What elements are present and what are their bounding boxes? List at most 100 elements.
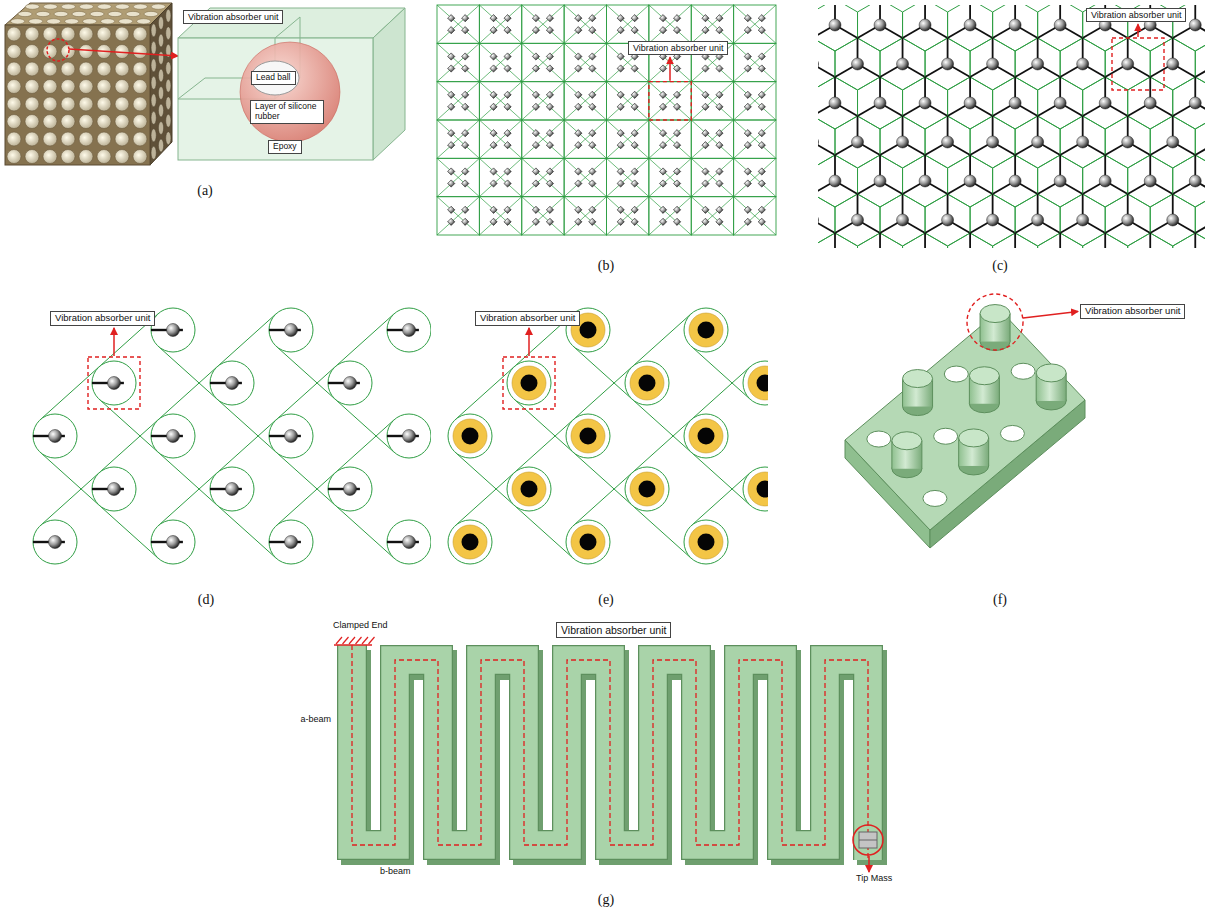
cube-side	[150, 3, 172, 165]
resonator-mass	[758, 65, 765, 72]
embedded-sphere	[61, 132, 75, 146]
hex-cell	[1083, 233, 1128, 248]
embedded-sphere	[97, 132, 111, 146]
chiral-ligament	[514, 420, 573, 473]
label-box: Vibration absorber unit	[1080, 304, 1185, 319]
resonator-mass	[589, 168, 596, 175]
chiral-ligament	[632, 314, 691, 367]
embedded-sphere-top	[47, 19, 61, 24]
cylinder-top	[959, 429, 989, 447]
lattice-cell	[522, 43, 564, 81]
chiral-ligament	[573, 452, 632, 505]
resonator-mass	[532, 130, 539, 137]
resonator-mass	[716, 142, 723, 149]
label-box: Layer of silicone rubber	[250, 100, 324, 124]
panel-f-plate	[845, 294, 1085, 548]
resonator-mass	[504, 168, 511, 175]
resonator-mass	[546, 206, 553, 213]
hex-cell	[1150, 116, 1195, 168]
resonator-mass	[758, 168, 765, 175]
resonator-ball	[1099, 97, 1111, 109]
lattice-cell	[691, 158, 733, 196]
node-ring	[448, 520, 492, 564]
hex-cell	[1015, 38, 1060, 90]
resonator-mass	[702, 91, 709, 98]
hex-cell	[1083, 77, 1128, 129]
resonator-mass	[589, 206, 596, 213]
resonator-mass	[673, 168, 680, 175]
resonator-mass	[617, 53, 624, 60]
chiral-ligament	[514, 505, 573, 558]
resonator-mass	[673, 65, 680, 72]
hex-cell	[818, 77, 858, 129]
core-mass	[639, 375, 656, 392]
resonator-ball	[1144, 175, 1156, 187]
box-text: Lead ball	[256, 73, 291, 83]
clamp-hatch	[369, 637, 375, 644]
embedded-sphere	[115, 80, 129, 94]
highlight-box	[649, 82, 691, 120]
resonator-ball	[942, 58, 954, 70]
hex-cell	[993, 77, 1038, 129]
resonator-mass	[659, 206, 666, 213]
resonator-mass	[532, 206, 539, 213]
node-ring	[625, 361, 669, 405]
resonator-ball	[1167, 136, 1179, 148]
embedded-sphere-side	[158, 104, 163, 117]
chiral-ligament	[158, 452, 217, 505]
panel-letter: (d)	[198, 592, 214, 607]
chiral-ligament	[632, 420, 691, 473]
lattice-cell	[522, 5, 564, 43]
plate-hole	[934, 428, 958, 444]
embedded-sphere-side	[166, 97, 171, 110]
resonator-mass	[744, 142, 751, 149]
resonator-ball	[403, 324, 416, 337]
coating-ring	[453, 525, 487, 559]
resonator-mass	[617, 206, 624, 213]
hex-cell	[818, 155, 858, 207]
embedded-sphere	[61, 97, 75, 111]
resonator-ball	[829, 19, 841, 31]
ligament	[1195, 220, 1205, 233]
panel-letter: (g)	[598, 892, 614, 907]
embedded-sphere	[25, 115, 39, 129]
embedded-sphere-top	[133, 4, 147, 9]
cell-diagonal	[437, 197, 479, 235]
resonator-mass	[546, 15, 553, 22]
resonator-mass	[575, 15, 582, 22]
hex-cell	[1128, 233, 1173, 248]
node-ring	[507, 361, 551, 405]
coating-ring	[689, 525, 723, 559]
resonator-ball	[874, 175, 886, 187]
embedded-sphere-top	[11, 19, 25, 24]
lattice-cell	[691, 120, 733, 158]
cell-diagonal	[607, 82, 649, 120]
embedded-sphere	[7, 150, 21, 164]
resonator-mass	[546, 180, 553, 187]
resonator-mass	[532, 91, 539, 98]
resonator-mass	[758, 206, 765, 213]
chiral-ligament	[335, 505, 394, 558]
resonator-mass	[702, 65, 709, 72]
ligament	[924, 233, 926, 248]
resonator-mass	[716, 206, 723, 213]
embedded-sphere	[25, 132, 39, 146]
resonator-mass	[631, 65, 638, 72]
embedded-sphere	[133, 97, 147, 111]
hex-cell	[818, 233, 858, 248]
embedded-sphere	[133, 45, 147, 59]
resonator-mass	[716, 218, 723, 225]
lattice-cell	[479, 197, 521, 235]
hex-cell	[1038, 77, 1083, 129]
cell-diagonal	[734, 5, 776, 43]
resonator-mass	[546, 103, 553, 110]
resonator-mass	[532, 65, 539, 72]
hex-cell	[948, 155, 993, 207]
hex-cell	[903, 77, 948, 129]
hex-cell	[1105, 116, 1150, 168]
resonator-mass	[589, 15, 596, 22]
embedded-sphere	[25, 80, 39, 94]
hex-cell	[835, 194, 880, 246]
resonator-mass	[659, 15, 666, 22]
resonator-mass	[448, 103, 455, 110]
